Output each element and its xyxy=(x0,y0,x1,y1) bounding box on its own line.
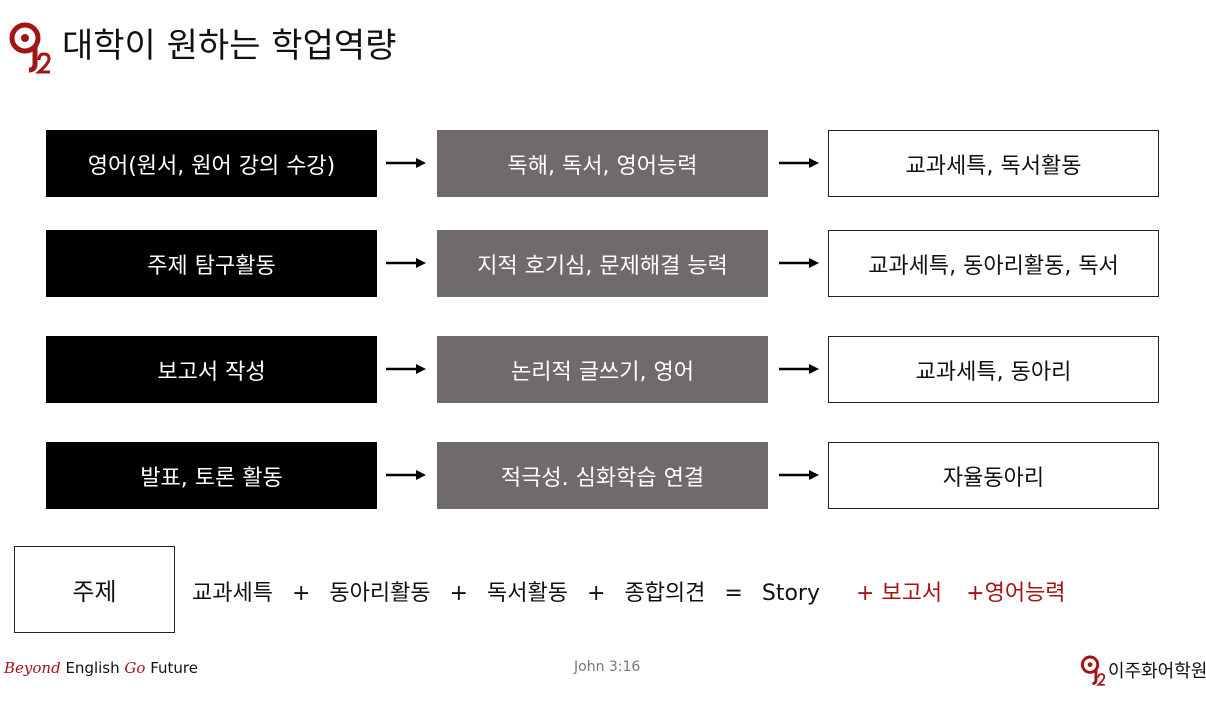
arrow-right-icon xyxy=(779,258,819,268)
tagline-word: Future xyxy=(150,659,198,677)
record-box: 교과세특, 동아리활동, 독서 xyxy=(828,230,1159,297)
tagline-word: Go xyxy=(124,659,146,677)
activity-box: 영어(원서, 원어 강의 수강) xyxy=(46,130,377,197)
competency-box: 독해, 독서, 영어능력 xyxy=(437,130,768,197)
competency-box: 적극성. 심화학습 연결 xyxy=(437,442,768,509)
formula-operator: = xyxy=(724,581,743,606)
record-box: 교과세특, 동아리 xyxy=(828,336,1159,403)
subject-box: 주제 xyxy=(14,546,175,633)
formula-term: 동아리활동 xyxy=(329,581,431,606)
footer-reference: John 3:16 xyxy=(574,659,641,675)
footer-tagline: Beyond English Go Future xyxy=(4,659,198,677)
tagline-word: English xyxy=(65,659,120,677)
arrow-right-icon xyxy=(386,258,426,268)
tagline-word: Beyond xyxy=(4,659,61,677)
activity-box: 발표, 토론 활동 xyxy=(46,442,377,509)
formula-extra-term: + 보고서 xyxy=(855,581,943,606)
formula-term: 교과세특 xyxy=(192,581,273,606)
arrow-right-icon xyxy=(386,158,426,168)
formula-extra-term: +영어능력 xyxy=(966,581,1066,606)
formula-term: Story xyxy=(761,581,820,606)
competency-box: 논리적 글쓰기, 영어 xyxy=(437,336,768,403)
arrow-right-icon xyxy=(779,364,819,374)
activity-box: 주제 탐구활동 xyxy=(46,230,377,297)
story-formula: 교과세특 + 동아리활동 + 독서활동 + 종합의견 = Story + 보고서… xyxy=(192,576,1066,612)
arrow-right-icon xyxy=(779,470,819,480)
arrow-right-icon xyxy=(779,158,819,168)
logo-icon xyxy=(1080,655,1106,686)
arrow-right-icon xyxy=(386,364,426,374)
page-title: 대학이 원하는 학업역량 xyxy=(62,26,397,66)
org-name: 이주화어학원 xyxy=(1108,661,1206,682)
formula-operator: + xyxy=(587,581,606,606)
logo-icon xyxy=(9,22,51,74)
record-box: 자율동아리 xyxy=(828,442,1159,509)
formula-term: 종합의견 xyxy=(624,581,706,606)
formula-term: 독서활동 xyxy=(487,581,569,606)
record-box: 교과세특, 독서활동 xyxy=(828,130,1159,197)
arrow-right-icon xyxy=(386,470,426,480)
competency-box: 지적 호기심, 문제해결 능력 xyxy=(437,230,768,297)
footer-org: 이주화어학원 xyxy=(1080,652,1206,688)
formula-operator: + xyxy=(291,581,311,606)
activity-box: 보고서 작성 xyxy=(46,336,377,403)
formula-operator: + xyxy=(449,581,469,606)
